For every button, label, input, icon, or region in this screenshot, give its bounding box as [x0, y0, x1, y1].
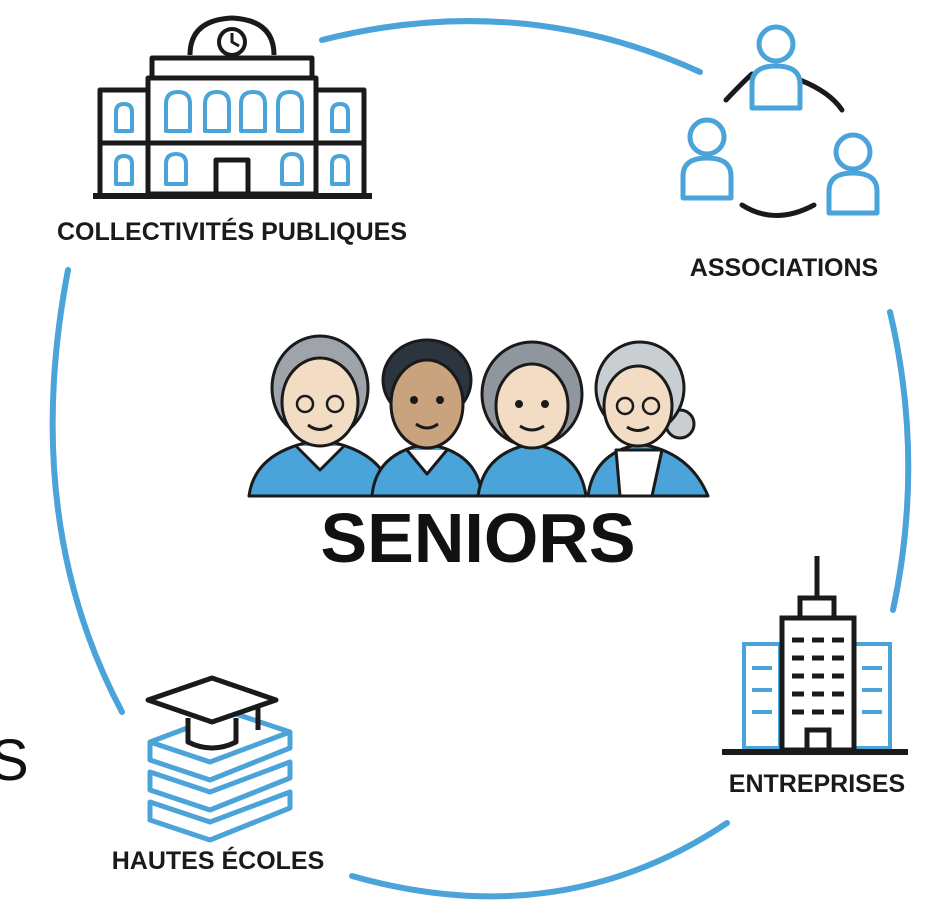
- graduation-books-icon: [145, 675, 293, 843]
- community-people-icon: [680, 24, 880, 218]
- seniors-group-illustration: [247, 334, 710, 498]
- senior-figure-4: [586, 340, 710, 498]
- node-label-collectivites: COLLECTIVITÉS PUBLIQUES: [57, 217, 407, 246]
- edge-text-fragment: S: [0, 728, 29, 793]
- arc-right: [887, 309, 912, 613]
- senior-figure-2: [370, 338, 484, 498]
- senior-figure-1: [247, 334, 394, 498]
- node-label-associations: ASSOCIATIONS: [690, 254, 878, 282]
- center-title: SENIORS: [320, 499, 635, 577]
- town-hall-icon: [93, 15, 372, 199]
- senior-figure-3: [476, 340, 588, 498]
- arc-bottom: [349, 820, 730, 900]
- node-label-hautes-ecoles: HAUTES ÉCOLES: [112, 846, 325, 875]
- arc-left: [49, 267, 125, 715]
- arc-top: [319, 18, 703, 75]
- connecting-circle: [49, 18, 912, 900]
- node-label-entreprises: ENTREPRISES: [729, 770, 905, 798]
- office-building-icon: [722, 556, 908, 755]
